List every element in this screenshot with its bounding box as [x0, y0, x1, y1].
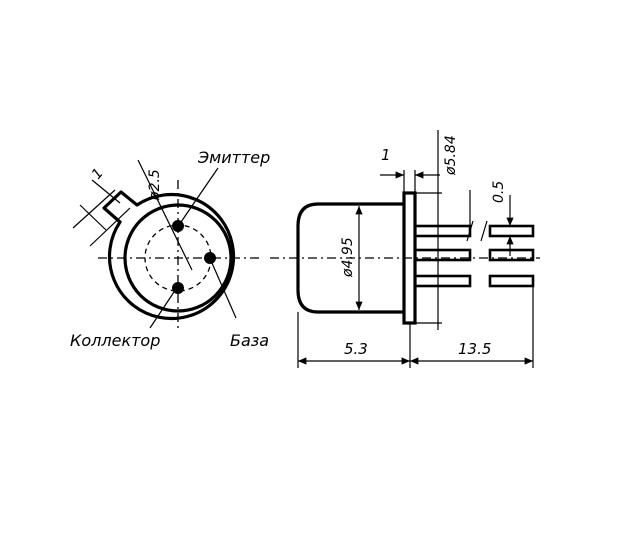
body-diameter-dim: ø4.95 [340, 237, 356, 278]
lead-2 [413, 248, 472, 262]
collector-label: Коллектор [70, 331, 160, 350]
tab-dim-line-2 [79, 204, 107, 231]
base-label: База [230, 331, 269, 350]
tab-dim-line [91, 179, 121, 204]
lead-3-end [488, 274, 535, 288]
base-pin [204, 252, 216, 264]
flange-diameter-dim: ø5.84 [443, 135, 459, 176]
lead-1 [413, 224, 472, 238]
lead-1-end [488, 224, 535, 238]
side-view [270, 130, 540, 368]
tab-ext-1 [72, 189, 116, 229]
collector-leader [149, 291, 175, 329]
break-2 [480, 220, 488, 242]
bottom-view [72, 159, 262, 332]
break-1 [466, 220, 474, 242]
tab-dim: 1 [89, 165, 107, 182]
pin-diameter-dim: 0.5 [491, 181, 507, 203]
emitter-label: Эмиттер [197, 148, 270, 167]
collector-pin [172, 282, 184, 294]
lead-3 [413, 274, 472, 288]
body-length-dim: 5.3 [344, 340, 368, 358]
tab-ext-2 [89, 207, 131, 247]
base-leader [211, 262, 237, 319]
emitter-pin [172, 220, 184, 232]
lead-length-dim: 13.5 [458, 340, 491, 358]
emitter-leader [180, 167, 219, 223]
pin-circle-leader [137, 159, 193, 271]
pin-circle-dim: ø2.5 [147, 169, 163, 201]
flange-outline [102, 190, 236, 321]
flange-thickness-dim: 1 [381, 146, 391, 164]
lead-2-end [488, 248, 535, 262]
